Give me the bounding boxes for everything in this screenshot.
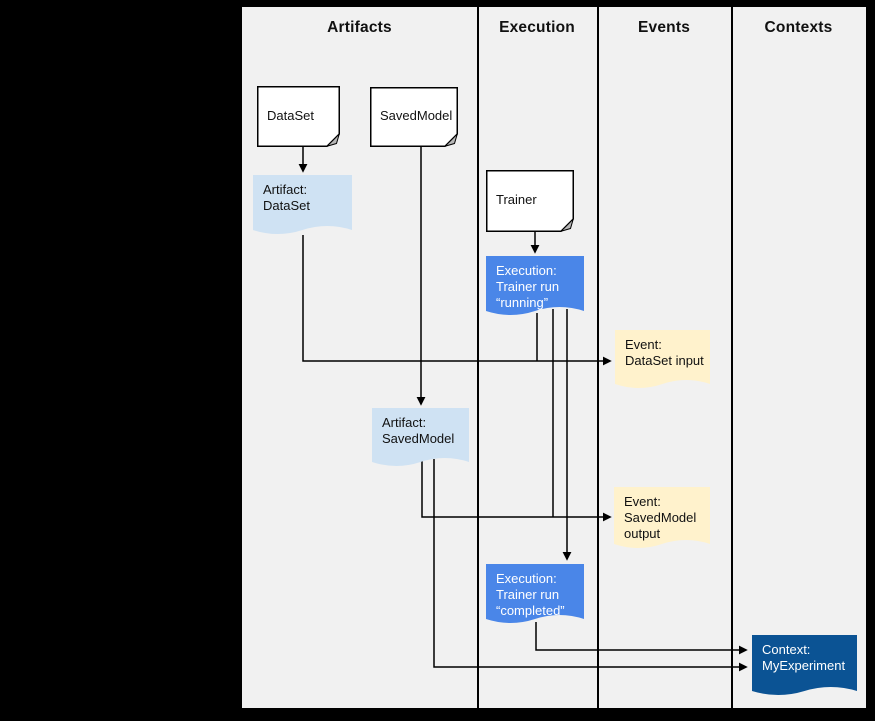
trainer-type-label: Trainer bbox=[496, 192, 537, 207]
column-header-artifacts: Artifacts bbox=[327, 19, 392, 36]
connector-artifact-savedmodel-to-context bbox=[433, 459, 748, 672]
folded-corner bbox=[444, 133, 458, 147]
dataset-type-node: DataSet bbox=[257, 86, 340, 147]
divider-artifacts-execution bbox=[477, 7, 479, 708]
wavy-card-shape bbox=[615, 330, 710, 388]
column-header-events: Events bbox=[637, 19, 691, 36]
savedmodel-type-node: SavedModel bbox=[370, 87, 458, 147]
connector-artifact-savedmodel-to-event-savedmodel-output bbox=[421, 459, 612, 522]
wavy-card-shape bbox=[486, 256, 584, 315]
artifact-dataset-label: Artifact: DataSet bbox=[263, 182, 310, 213]
execution-running-label: Execution: Trainer run “running” bbox=[496, 263, 560, 310]
connector-layer bbox=[298, 145, 748, 672]
event-dataset-input-label: Event: DataSet input bbox=[625, 337, 704, 368]
event-savedmodel-output-node: Event: SavedModel output bbox=[614, 487, 710, 553]
wavy-card-shape bbox=[372, 408, 469, 466]
divider-execution-events bbox=[597, 7, 599, 708]
execution-completed-node: Execution: Trainer run “completed” bbox=[486, 564, 584, 628]
document-shape bbox=[257, 86, 340, 147]
artifact-dataset-node: Artifact: DataSet bbox=[253, 175, 352, 239]
column-header-contexts: Contexts bbox=[764, 19, 833, 36]
wavy-card-shape bbox=[486, 564, 584, 623]
artifact-savedmodel-label: Artifact: SavedModel bbox=[382, 415, 455, 446]
diagram-canvas: Artifacts Execution Events Contexts Data… bbox=[242, 7, 866, 708]
wavy-card-shape bbox=[614, 487, 710, 548]
savedmodel-type-label: SavedModel bbox=[380, 108, 453, 123]
document-shape bbox=[370, 87, 458, 147]
context-myexperiment-label: Context: MyExperiment bbox=[762, 642, 846, 673]
artifact-savedmodel-node: Artifact: SavedModel bbox=[372, 408, 469, 471]
wavy-card-shape bbox=[752, 635, 857, 695]
event-dataset-input-node: Event: DataSet input bbox=[615, 330, 710, 393]
folded-corner bbox=[326, 133, 340, 147]
execution-running-node: Execution: Trainer run “running” bbox=[486, 256, 584, 320]
context-myexperiment-node: Context: MyExperiment bbox=[752, 635, 857, 700]
document-shape bbox=[486, 170, 574, 232]
event-savedmodel-output-label: Event: SavedModel output bbox=[624, 494, 697, 541]
dataset-type-label: DataSet bbox=[267, 107, 314, 123]
wavy-card-shape bbox=[253, 175, 352, 234]
column-header-execution: Execution bbox=[499, 19, 575, 36]
divider-events-contexts bbox=[731, 7, 733, 708]
folded-corner bbox=[560, 218, 574, 232]
execution-completed-label: Execution: Trainer run “completed” bbox=[496, 571, 565, 618]
connector-artifact-dataset-to-event-dataset-input bbox=[302, 235, 612, 366]
trainer-type-node: Trainer bbox=[486, 170, 574, 232]
connector-execution-completed-to-context bbox=[535, 622, 748, 655]
